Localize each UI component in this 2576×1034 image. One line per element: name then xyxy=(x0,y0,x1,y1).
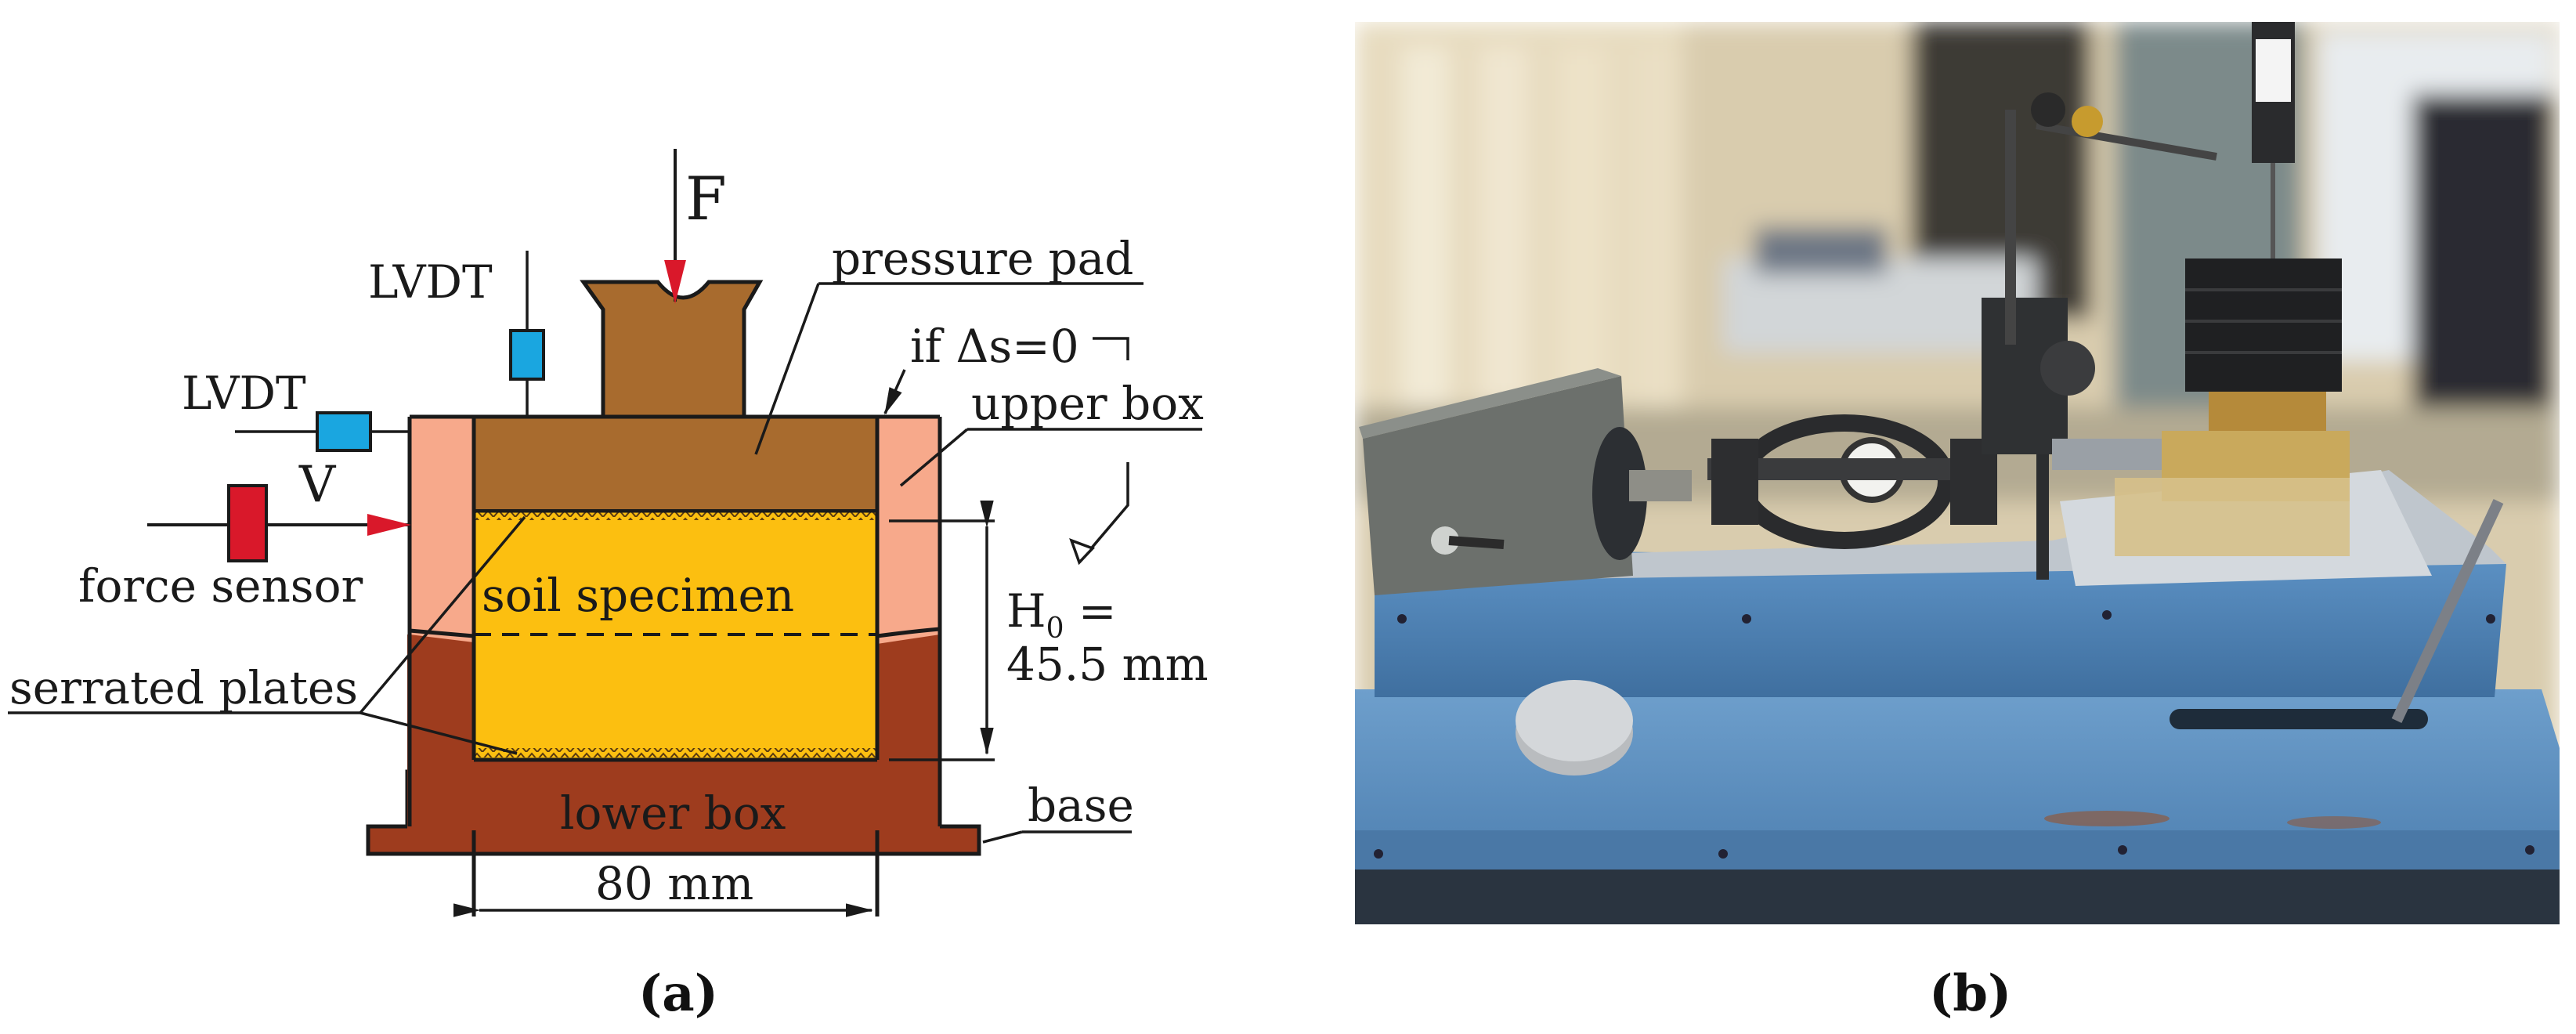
slot xyxy=(2170,709,2428,729)
lvdt-vertical-label: LVDT xyxy=(368,255,493,309)
pressure-pad-label: pressure pad xyxy=(832,232,1133,285)
height-value: 45.5 mm xyxy=(1006,638,1209,691)
shear-box-diagram: F LVDT LVDT V force sensor pressure pad … xyxy=(8,149,1209,1023)
width-label: 80 mm xyxy=(595,857,753,910)
force-sensor xyxy=(227,484,268,562)
pressure-pad xyxy=(474,417,877,509)
load-weights xyxy=(2185,258,2342,392)
lvdt-horizontal xyxy=(316,411,372,452)
apparatus-photo: (b) xyxy=(1355,22,2560,1023)
pressure-pad-stem xyxy=(580,280,764,419)
machine-base xyxy=(1375,548,2506,697)
lvdt-horizontal-label: LVDT xyxy=(182,367,306,420)
force-sensor-label: force sensor xyxy=(78,559,363,613)
caption-b: (b) xyxy=(1929,964,2011,1023)
serrated-plate-top xyxy=(474,511,877,520)
upper-box-left xyxy=(410,417,474,642)
serrated-plate-bottom xyxy=(474,748,877,757)
base-label: base xyxy=(1028,779,1134,832)
height-label: H0 = xyxy=(1006,584,1117,645)
caption-a: (a) xyxy=(638,964,718,1023)
force-label: F xyxy=(685,164,727,233)
lvdt-vertical xyxy=(509,329,545,381)
lower-box-label: lower box xyxy=(560,786,786,840)
upper-box-label: upper box xyxy=(971,377,1204,430)
serrated-plates-label: serrated plates xyxy=(9,661,358,714)
shear-force-label: V xyxy=(298,456,337,514)
condition-label: if Δs=0 xyxy=(910,320,1079,373)
soil-specimen-label: soil specimen xyxy=(482,569,794,622)
motor-housing xyxy=(1363,376,1633,595)
upper-box-right xyxy=(877,417,940,644)
